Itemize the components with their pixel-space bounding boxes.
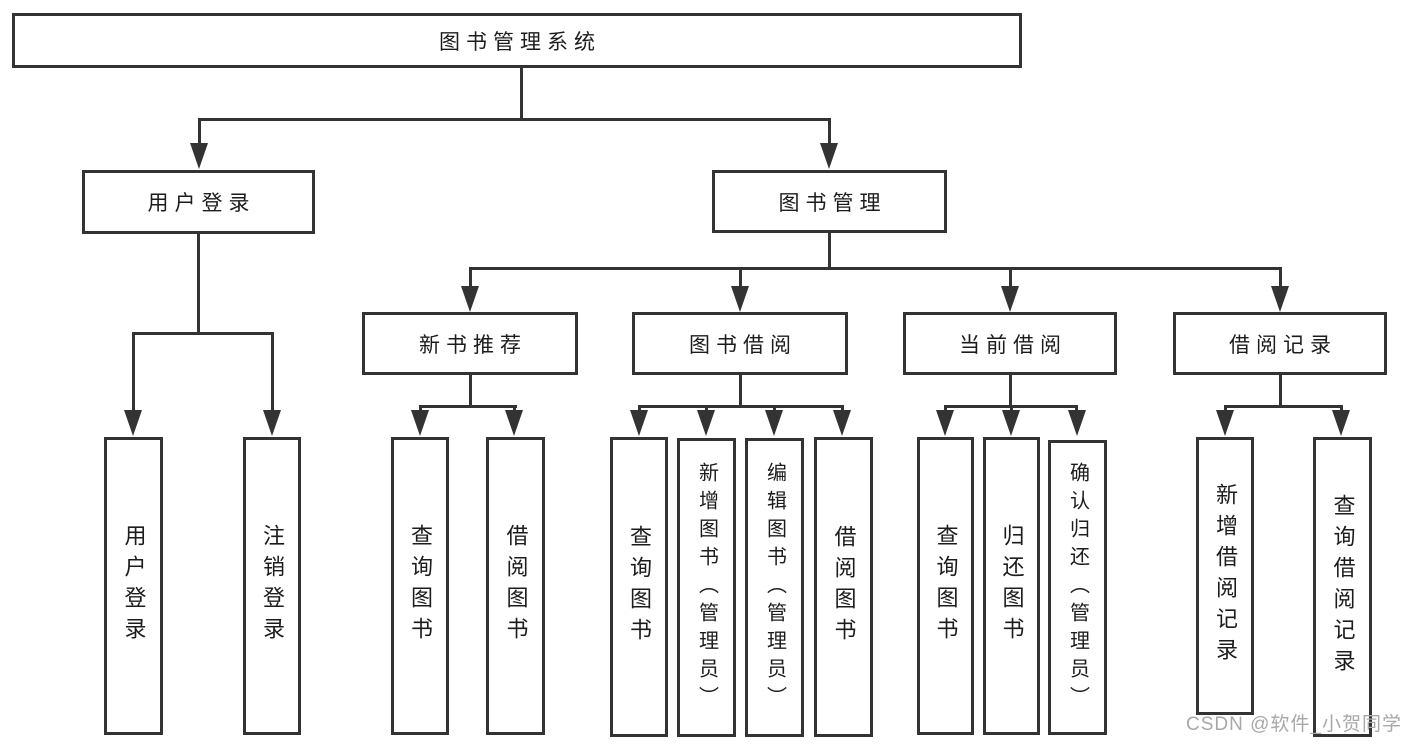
connector-line xyxy=(1279,375,1282,407)
node-book-borrow: 图书借阅 xyxy=(632,312,848,375)
leaf-user-login: 用户登录 xyxy=(104,437,163,735)
connector-arrow xyxy=(731,286,749,312)
connector-line xyxy=(419,405,517,408)
leaf-label: 用户登录 xyxy=(121,524,147,648)
connector-line xyxy=(739,375,742,407)
leaf-borrow-edit: 编辑图书（管理员） xyxy=(745,438,804,737)
connector-arrow xyxy=(411,410,429,436)
connector-line xyxy=(513,405,516,413)
node-root: 图书管理系统 xyxy=(12,13,1022,68)
leaf-current-return: 归还图书 xyxy=(983,437,1040,735)
leaf-label: 新增借阅记录 xyxy=(1213,483,1238,669)
leaf-label: 查询图书 xyxy=(933,524,959,648)
leaf-label: 编辑图书（管理员） xyxy=(763,461,786,714)
connector-line xyxy=(841,405,844,413)
connector-arrow xyxy=(630,410,648,436)
connector-line xyxy=(469,267,1281,270)
connector-line xyxy=(638,405,844,408)
node-book-mgmt: 图书管理 xyxy=(712,170,947,233)
connector-arrow xyxy=(1332,410,1350,436)
node-new-books: 新书推荐 xyxy=(362,312,578,375)
leaf-borrow-query: 查询图书 xyxy=(610,437,668,737)
connector-line xyxy=(773,405,776,413)
node-current-borrow: 当前借阅 xyxy=(903,312,1117,375)
leaf-current-query: 查询图书 xyxy=(917,437,974,735)
leaf-label: 确认归还（管理员） xyxy=(1066,461,1089,714)
node-user-login: 用户登录 xyxy=(82,170,315,234)
connector-line xyxy=(1009,267,1012,289)
leaf-label: 注销登录 xyxy=(260,524,285,648)
connector-arrow xyxy=(461,286,479,312)
connector-line xyxy=(944,405,947,413)
connector-line xyxy=(271,332,274,412)
connector-line xyxy=(1075,405,1078,413)
connector-line xyxy=(1340,405,1343,413)
leaf-label: 查询借阅记录 xyxy=(1330,494,1356,680)
node-borrow-records: 借阅记录 xyxy=(1173,312,1387,375)
connector-arrow xyxy=(505,410,523,436)
leaf-label: 借阅图书 xyxy=(503,524,529,648)
leaf-label: 查询图书 xyxy=(408,524,433,648)
connector-line xyxy=(739,267,742,289)
connector-line xyxy=(520,68,523,120)
leaf-current-confirm: 确认归还（管理员） xyxy=(1048,440,1107,735)
connector-arrow xyxy=(765,410,783,436)
connector-line xyxy=(828,118,831,146)
connector-arrow xyxy=(1216,410,1234,436)
connector-arrow xyxy=(1068,410,1086,436)
connector-line xyxy=(705,405,708,413)
connector-arrow xyxy=(820,143,838,169)
connector-line xyxy=(469,267,472,289)
connector-line xyxy=(197,234,200,334)
connector-arrow xyxy=(263,410,281,436)
connector-line xyxy=(828,233,831,269)
leaf-records-add: 新增借阅记录 xyxy=(1196,437,1254,715)
connector-line xyxy=(1010,405,1013,413)
connector-line xyxy=(1279,267,1282,289)
leaf-label: 归还图书 xyxy=(999,524,1025,648)
connector-line xyxy=(1224,405,1343,408)
leaf-borrow-add: 新增图书（管理员） xyxy=(677,438,736,737)
connector-arrow xyxy=(1002,410,1020,436)
leaf-label: 借阅图书 xyxy=(831,525,857,649)
connector-line xyxy=(132,332,135,412)
connector-arrow xyxy=(190,143,208,169)
connector-arrow xyxy=(833,410,851,436)
connector-line xyxy=(132,332,274,335)
leaf-newbooks-query: 查询图书 xyxy=(391,437,449,735)
csdn-watermark: CSDN @软件_小贺同学 xyxy=(1186,714,1402,735)
connector-line xyxy=(1224,405,1227,413)
connector-line xyxy=(419,405,422,413)
connector-arrow xyxy=(936,410,954,436)
connector-arrow xyxy=(1001,286,1019,312)
leaf-newbooks-borrow: 借阅图书 xyxy=(486,437,545,735)
leaf-records-query: 查询借阅记录 xyxy=(1313,437,1372,737)
leaf-label: 查询图书 xyxy=(627,525,652,649)
connector-arrow xyxy=(1271,286,1289,312)
leaf-logout: 注销登录 xyxy=(243,437,301,735)
connector-line xyxy=(638,405,641,413)
connector-line xyxy=(469,375,472,407)
connector-line xyxy=(198,118,831,121)
leaf-label: 新增图书（管理员） xyxy=(695,461,718,714)
connector-line xyxy=(1009,375,1012,407)
leaf-borrow-borrow: 借阅图书 xyxy=(814,437,873,737)
connector-line xyxy=(198,118,201,146)
connector-arrow xyxy=(697,410,715,436)
connector-arrow xyxy=(124,410,142,436)
